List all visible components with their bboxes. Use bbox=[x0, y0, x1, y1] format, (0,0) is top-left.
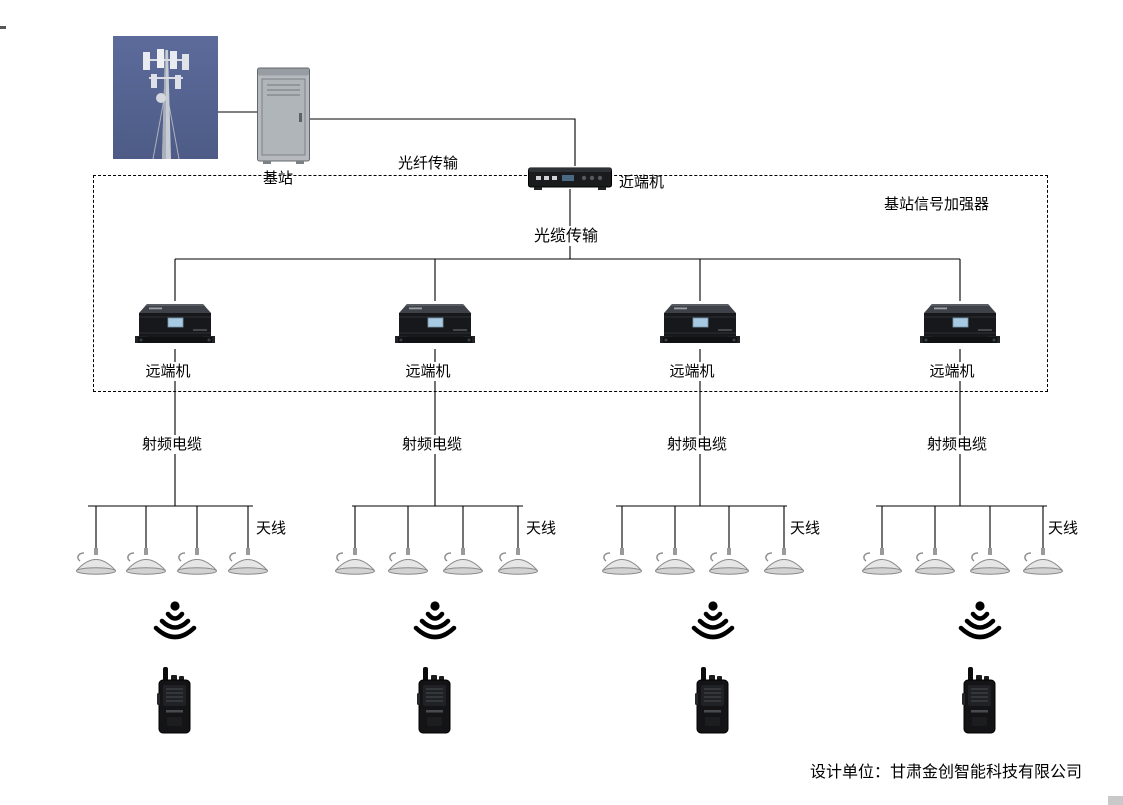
ceiling-antenna-icon bbox=[386, 546, 430, 578]
ceiling-antenna-icon bbox=[1021, 546, 1065, 578]
equipment-cabinet-icon bbox=[257, 67, 310, 164]
edge-artifact bbox=[0, 26, 6, 29]
antennas-label: 天线 bbox=[526, 519, 557, 537]
ceiling-antenna-icon bbox=[913, 546, 957, 578]
diagram-canvas: 基站 光纤传输 近端机 基站信号加强器 光缆传输 远端机 远端机 远端机 远端机… bbox=[0, 19, 1123, 805]
antennas-label: 天线 bbox=[256, 519, 287, 537]
ceiling-antenna-icon bbox=[968, 546, 1012, 578]
remote-unit-icon bbox=[135, 300, 215, 350]
ceiling-antenna-icon bbox=[653, 546, 697, 578]
ceiling-antenna-icon bbox=[74, 546, 118, 578]
near-end-unit-label: 近端机 bbox=[619, 173, 665, 191]
ceiling-antenna-icon bbox=[762, 546, 806, 578]
rf-cable-label: 射频电缆 bbox=[138, 435, 206, 454]
rf-cable-label: 射频电缆 bbox=[663, 435, 731, 454]
rf-cable-label: 射频电缆 bbox=[398, 435, 466, 454]
remote-unit-label: 远端机 bbox=[666, 362, 718, 381]
ceiling-antenna-icon bbox=[441, 546, 485, 578]
walkie-talkie-icon bbox=[695, 667, 731, 735]
ceiling-antenna-icon bbox=[707, 546, 751, 578]
radio-signal-icon bbox=[958, 599, 1002, 645]
walkie-talkie-icon bbox=[157, 667, 193, 735]
ceiling-antenna-icon bbox=[496, 546, 540, 578]
remote-unit-icon bbox=[660, 300, 740, 350]
ceiling-antenna-icon bbox=[600, 546, 644, 578]
walkie-talkie-icon bbox=[962, 667, 998, 735]
radio-signal-icon bbox=[691, 599, 735, 645]
base-station-tower-photo bbox=[113, 36, 218, 159]
system-box-label: 基站信号加强器 bbox=[884, 195, 990, 213]
remote-unit-label: 远端机 bbox=[926, 362, 978, 381]
ceiling-antenna-icon bbox=[860, 546, 904, 578]
rf-cable-label: 射频电缆 bbox=[923, 435, 991, 454]
ceiling-antenna-icon bbox=[175, 546, 219, 578]
designer-footer-label: 设计单位：甘肃金创智能科技有限公司 bbox=[810, 762, 1083, 781]
ceiling-antenna-icon bbox=[333, 546, 377, 578]
ceiling-antenna-icon bbox=[226, 546, 270, 578]
remote-unit-icon bbox=[395, 300, 475, 350]
fiber-link-label: 光纤传输 bbox=[398, 154, 459, 172]
remote-unit-label: 远端机 bbox=[142, 362, 194, 381]
near-end-unit-icon bbox=[528, 167, 612, 190]
walkie-talkie-icon bbox=[417, 667, 453, 735]
radio-signal-icon bbox=[413, 599, 457, 645]
corner-artifact bbox=[1108, 796, 1123, 805]
base-station-label: 基站 bbox=[263, 169, 294, 187]
remote-unit-label: 远端机 bbox=[402, 362, 454, 381]
antennas-label: 天线 bbox=[790, 519, 821, 537]
optical-cable-label: 光缆传输 bbox=[530, 226, 602, 246]
remote-unit-icon bbox=[920, 300, 1000, 350]
ceiling-antenna-icon bbox=[124, 546, 168, 578]
antennas-label: 天线 bbox=[1048, 519, 1079, 537]
radio-signal-icon bbox=[153, 599, 197, 645]
